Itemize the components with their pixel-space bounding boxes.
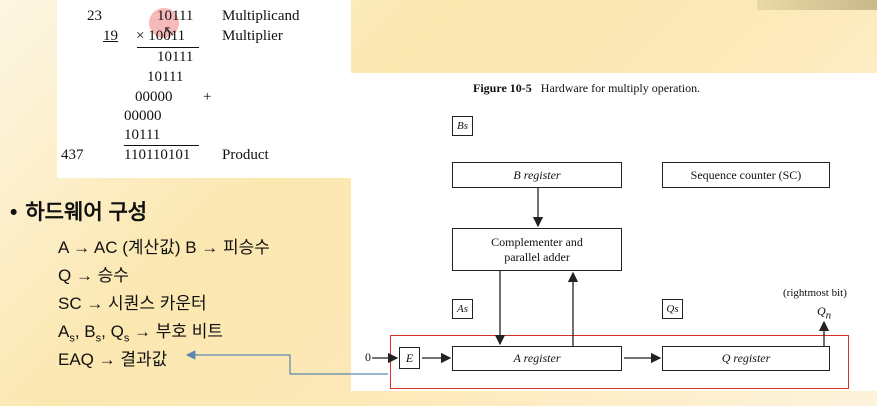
section-heading: •하드웨어 구성: [10, 201, 148, 224]
bullet-line-eaq: EAQ → 결과값: [58, 350, 168, 369]
complementer-adder: Complementer and parallel adder: [452, 228, 622, 271]
q-register: Q register: [662, 346, 830, 371]
b-register: B register: [452, 162, 622, 188]
product-label: Product: [222, 147, 269, 163]
bullet-line-ac-b: A → AC (계산값) B → 피승수: [58, 238, 270, 257]
partial-product-5: 10111: [124, 127, 161, 143]
a-register: A register: [452, 346, 622, 371]
figure-caption: Figure 10-5 Hardware for multiply operat…: [473, 81, 700, 96]
partial-product-3: 00000: [135, 89, 173, 105]
partial-product-2: 10111: [147, 69, 184, 85]
sequence-counter: Sequence counter (SC): [662, 162, 830, 188]
cursor-icon: ↖: [163, 23, 176, 40]
figure-title: Hardware for multiply operation.: [540, 81, 701, 95]
zero-input: 0: [365, 350, 371, 364]
cursor-highlight: [149, 8, 179, 38]
multiplication-example: 23 10111 Multiplicand 19 × 10011 Multipl…: [57, 0, 351, 178]
partial-product-4: 00000: [124, 108, 162, 124]
qn-label: Qn: [817, 304, 832, 322]
plus-sign: +: [203, 89, 212, 105]
hardware-figure: Figure 10-5 Hardware for multiply operat…: [351, 73, 877, 391]
product-decimal: 437: [61, 147, 84, 163]
product-binary: 110110101: [124, 147, 191, 163]
partial-product-1: 10111: [157, 49, 194, 65]
eaq-highlight-box: [390, 335, 849, 389]
rule-line: [124, 145, 199, 146]
bullet-line-q: Q → 승수: [58, 266, 129, 285]
corner-decoration: [757, 0, 877, 10]
multiplicand-binary: 10111: [157, 8, 194, 24]
rightmost-bit-label: (rightmost bit): [783, 287, 847, 299]
multiplicand-label: Multiplicand: [222, 8, 300, 24]
multiplicand-decimal: 23: [87, 8, 102, 24]
figure-number: Figure 10-5: [473, 81, 532, 95]
multiplier-label: Multiplier: [222, 28, 283, 44]
bullet-line-sc: SC → 시퀀스 카운터: [58, 294, 207, 313]
multiplier-binary: × 10011: [136, 28, 186, 44]
e-flipflop: E: [399, 347, 420, 369]
multiplier-decimal: 19: [103, 28, 118, 44]
bullet-line-sign-bits: As, Bs, Qs → 부호 비트: [58, 322, 224, 345]
rule-line: [137, 47, 199, 48]
